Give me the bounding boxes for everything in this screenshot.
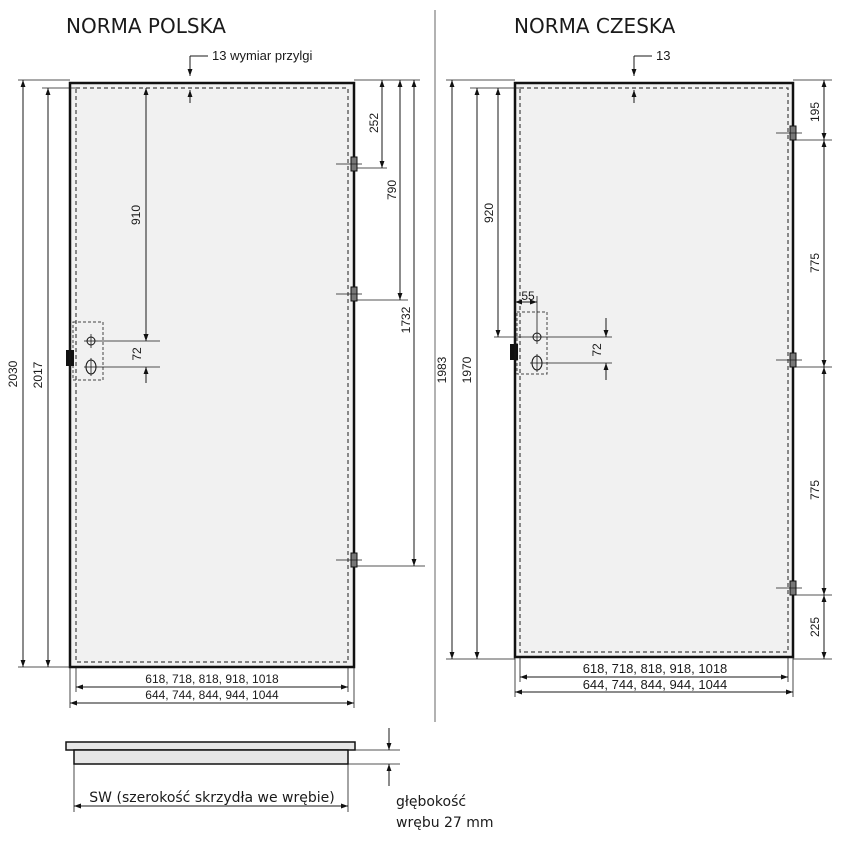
czech-door-leaf <box>513 81 795 659</box>
czech-dim-total-height: 1983 <box>435 356 449 383</box>
czech-lock-body-outline <box>516 311 548 375</box>
czech-dim-backset: 55 <box>521 289 535 303</box>
czech-dim-hinge-spacing-2: 775 <box>808 480 822 500</box>
polish-rebate-note: 13 wymiar przylgi <box>212 48 313 63</box>
czech-hinge-top <box>776 125 802 141</box>
czech-rebate-note: 13 <box>656 48 670 63</box>
polish-dim-hinge-bottom: 1732 <box>399 306 413 333</box>
czech-standard-drawing: NORMA CZESKA 13 1983 1970 920 <box>435 14 832 697</box>
czech-dim-leaf-height: 1970 <box>460 356 474 383</box>
section-rebate-body <box>73 749 349 765</box>
polish-dim-hinge-middle: 790 <box>385 180 399 200</box>
czech-dim-lock-height: 920 <box>482 203 496 223</box>
czech-widths-outer: 644, 744, 844, 944, 1044 <box>583 677 728 692</box>
polish-dim-total-height: 2030 <box>6 360 20 387</box>
polish-standard-drawing: NORMA POLSKA 13 wymiar przylgi 2030 2017… <box>6 14 425 708</box>
section-depth-label-line2: wrębu 27 mm <box>396 815 494 831</box>
czech-dim-hinge-bottom: 225 <box>808 617 822 637</box>
czech-hinge-middle <box>776 352 802 368</box>
polish-door-rebate-outline <box>75 87 349 663</box>
polish-widths-outer: 644, 744, 844, 944, 1044 <box>145 688 279 702</box>
section-depth-label-line1: głębokość <box>396 794 466 810</box>
czech-widths-inner: 618, 718, 818, 918, 1018 <box>583 661 728 676</box>
polish-dim-lock-height: 910 <box>129 205 143 225</box>
czech-dim-hinge-top: 195 <box>808 102 822 122</box>
czech-dim-hole-spacing: 72 <box>590 343 604 357</box>
polish-hinge-middle <box>336 286 362 302</box>
polish-hinge-top <box>336 156 362 172</box>
polish-widths-inner: 618, 718, 818, 918, 1018 <box>145 672 279 686</box>
section-top-plate <box>65 741 356 751</box>
czech-hinge-bottom <box>776 580 802 596</box>
polish-dim-hole-spacing: 72 <box>130 347 144 361</box>
czech-lock-faceplate <box>510 344 518 360</box>
polish-hinge-bottom <box>336 552 362 568</box>
czech-door-rebate-outline <box>519 87 789 653</box>
section-sw-label: SW (szerokość skrzydła we wrębie) <box>89 790 334 806</box>
polish-dim-leaf-height: 2017 <box>31 361 45 388</box>
polish-dim-hinge-top: 252 <box>367 113 381 133</box>
polish-door-leaf <box>68 81 356 669</box>
door-cross-section: SW (szerokość skrzydła we wrębie) głębok… <box>65 728 494 831</box>
polish-title: NORMA POLSKA <box>66 14 226 38</box>
czech-dim-hinge-spacing-1: 775 <box>808 253 822 273</box>
czech-title: NORMA CZESKA <box>514 14 676 38</box>
